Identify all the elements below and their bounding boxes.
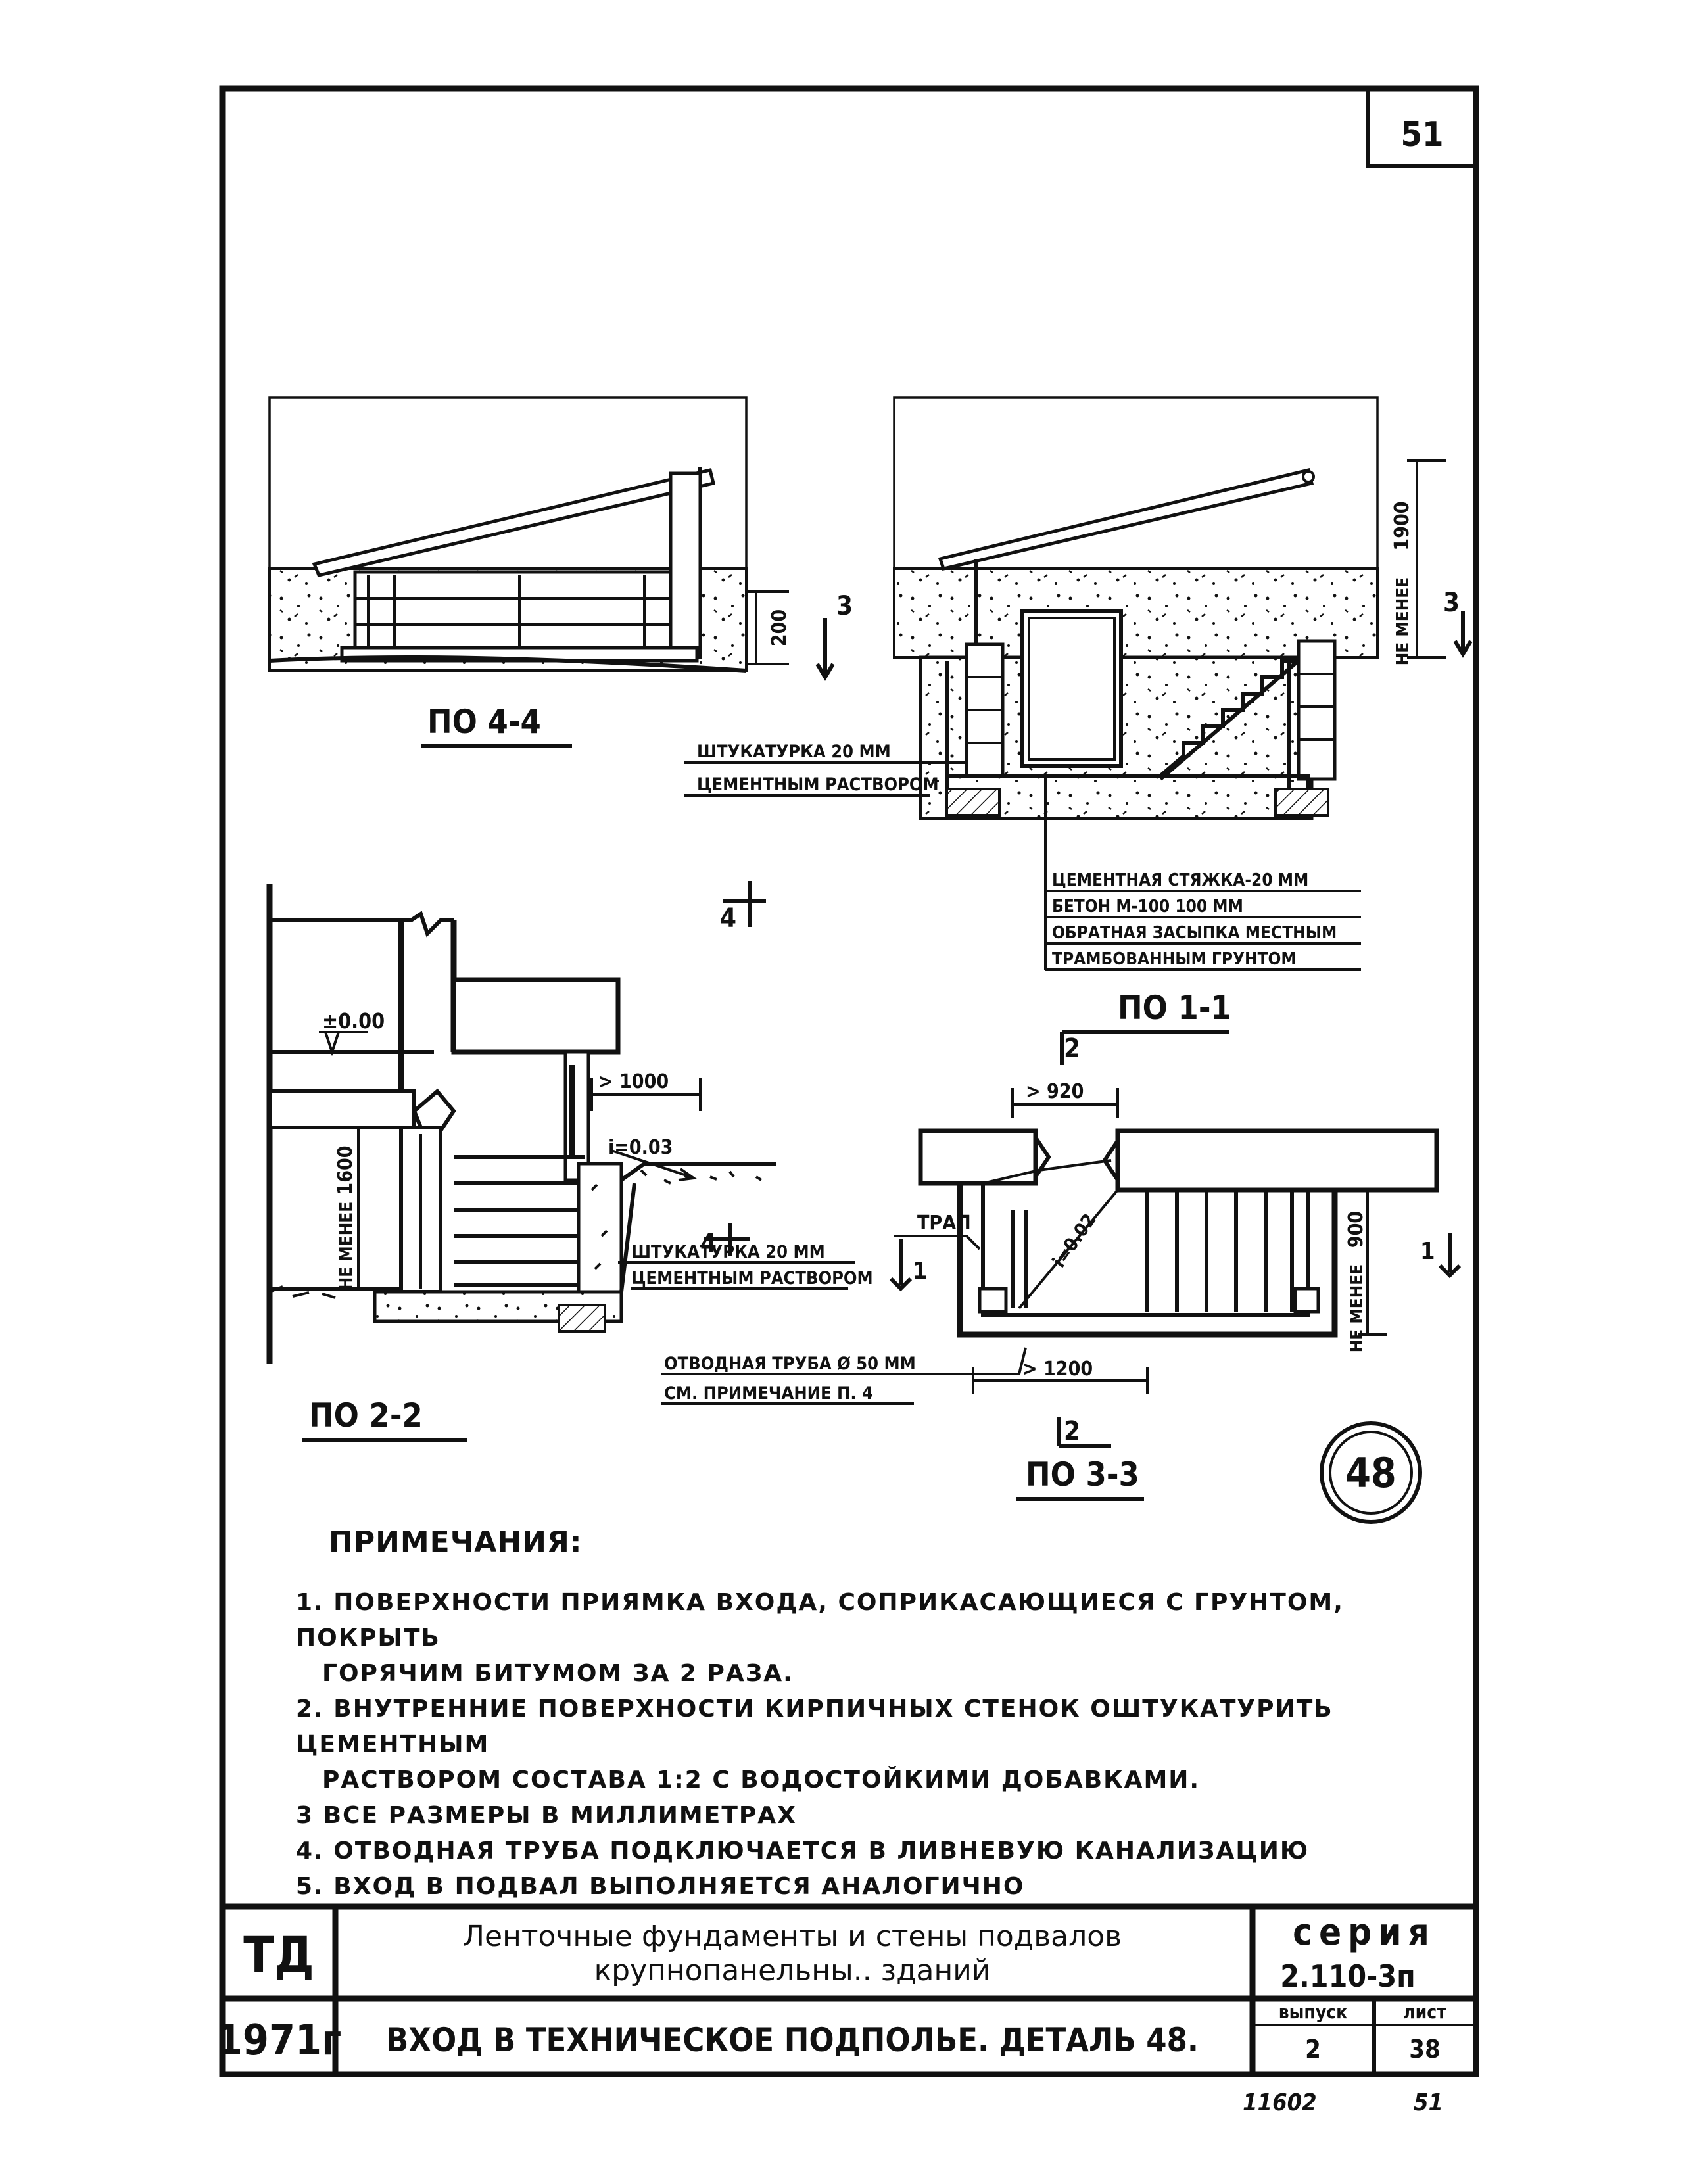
svg-text:1900: 1900: [1391, 501, 1414, 550]
svg-text:4: 4: [700, 1229, 717, 1259]
view-title-3-3: ПО 3-3: [1026, 1456, 1139, 1494]
svg-text:2: 2: [1064, 1033, 1080, 1064]
svg-text:3: 3: [1443, 588, 1460, 618]
issue-value: 2: [1305, 2035, 1321, 2064]
svg-text:3: 3: [836, 591, 853, 621]
svg-text:1: 1: [1420, 1238, 1435, 1265]
note-item: 4. ОТВОДНАЯ ТРУБА ПОДКЛЮЧАЕТСЯ В ЛИВНЕВУ…: [296, 1838, 1310, 1864]
svg-text:4: 4: [720, 903, 736, 934]
note-item: 1. ПОВЕРХНОСТИ ПРИЯМКА ВХОДА, СОПРИКАСАЮ…: [296, 1589, 1344, 1651]
org-code: ТД: [243, 1926, 314, 1984]
view-title-2-2: ПО 2-2: [309, 1396, 423, 1435]
svg-text:48: 48: [1345, 1449, 1397, 1497]
view-title-4-4: ПО 4-4: [427, 703, 541, 741]
svg-text:ЦЕМЕНТНЫМ РАСТВОРОМ: ЦЕМЕНТНЫМ РАСТВОРОМ: [631, 1268, 873, 1289]
view-4-4: 200 3 ПО 4-4: [268, 396, 853, 748]
svg-text:ОТВОДНАЯ ТРУБА Ø 50 ММ: ОТВОДНАЯ ТРУБА Ø 50 ММ: [664, 1354, 916, 1374]
cut-mark-4-top: 4: [720, 881, 766, 934]
sheet-title: ВХОД В ТЕХНИЧЕСКОЕ ПОДПОЛЬЕ. ДЕТАЛЬ 48.: [386, 2021, 1199, 2059]
title-block: ТД 1971г Ленточные фундаменты и стены по…: [216, 1903, 1476, 2074]
svg-text:ТРАП: ТРАП: [917, 1212, 971, 1235]
project-line-1: Ленточные фундаменты и стены подвалов: [463, 1920, 1122, 1953]
handwritten-number-right: 51: [1414, 2089, 1443, 2116]
svg-text:ШТУКАТУРКА 20 ММ: ШТУКАТУРКА 20 ММ: [697, 742, 891, 762]
detail-mark: 48: [1320, 1421, 1422, 1524]
note-item: 5. ВХОД В ПОДВАЛ ВЫПОЛНЯЕТСЯ АНАЛОГИЧНО: [296, 1873, 1025, 1900]
svg-text:±0.00: ±0.00: [322, 1009, 385, 1033]
svg-text:1600: 1600: [334, 1145, 357, 1195]
view-3-3: 2 > 920 i=0.02 ТРАП 1 900 НЕ МЕНЕЕ 1: [889, 1030, 1462, 1501]
svg-text:> 920: > 920: [1026, 1080, 1084, 1103]
svg-text:900: 900: [1345, 1211, 1368, 1248]
svg-text:НЕ МЕНЕЕ: НЕ МЕНЕЕ: [1347, 1264, 1367, 1353]
page-number-box: 51: [1366, 89, 1476, 168]
year: 1971г: [216, 2016, 341, 2065]
svg-text:> 1000: > 1000: [598, 1070, 669, 1093]
svg-text:i=0.02: i=0.02: [1048, 1210, 1101, 1271]
svg-text:i=0.03: i=0.03: [608, 1136, 673, 1159]
svg-text:ОБРАТНАЯ ЗАСЫПКА МЕСТНЫМ: ОБРАТНАЯ ЗАСЫПКА МЕСТНЫМ: [1052, 923, 1337, 943]
svg-text:200: 200: [768, 609, 791, 646]
view-1-1: 1900 НЕ МЕНЕЕ 3 ШТУКАТУРКА 20 ММ ЦЕМЕНТН…: [684, 396, 1473, 1034]
svg-text:ЦЕМЕНТНАЯ СТЯЖКА-20 ММ: ЦЕМЕНТНАЯ СТЯЖКА-20 ММ: [1052, 870, 1308, 890]
svg-text:НЕ МЕНЕЕ: НЕ МЕНЕЕ: [1393, 577, 1413, 666]
svg-text:> 1200: > 1200: [1022, 1358, 1093, 1381]
notes-title: ПРИМЕЧАНИЯ:: [329, 1525, 583, 1559]
view-title-1-1: ПО 1-1: [1118, 989, 1231, 1027]
svg-text:БЕТОН М-100 100 ММ: БЕТОН М-100 100 ММ: [1052, 897, 1243, 916]
sheet-frame: [219, 85, 1479, 2077]
svg-text:ШТУКАТУРКА 20 ММ: ШТУКАТУРКА 20 ММ: [631, 1242, 825, 1262]
view-2-2: ±0.00 1600 НЕ МЕНЕЕ i=0.03 > 1000: [266, 884, 1027, 1442]
svg-text:ТРАМБОВАННЫМ ГРУНТОМ: ТРАМБОВАННЫМ ГРУНТОМ: [1052, 949, 1297, 969]
svg-text:1: 1: [913, 1258, 928, 1285]
svg-text:СМ. ПРИМЕЧАНИЕ П. 4: СМ. ПРИМЕЧАНИЕ П. 4: [664, 1383, 873, 1404]
svg-text:НЕ МЕНЕЕ: НЕ МЕНЕЕ: [337, 1202, 356, 1291]
series-label: серия: [1293, 1911, 1436, 1954]
svg-text:2: 2: [1064, 1416, 1080, 1446]
svg-text:ЦЕМЕНТНЫМ РАСТВОРОМ: ЦЕМЕНТНЫМ РАСТВОРОМ: [697, 774, 939, 795]
note-item: 3 ВСЕ РАЗМЕРЫ В МИЛЛИМЕТРАХ: [296, 1802, 797, 1829]
sheet-value: 38: [1409, 2035, 1441, 2064]
note-item-cont: РАСТВОРОМ СОСТАВА 1:2 С ВОДОСТОЙКИМИ ДОБ…: [322, 1767, 1201, 1793]
project-line-2: крупнопанельны.. зданий: [594, 1954, 991, 1987]
series-value: 2.110-3п: [1280, 1958, 1415, 1994]
note-item-cont: ГОРЯЧИМ БИТУМОМ ЗА 2 РАЗА.: [322, 1660, 794, 1687]
note-item: 2. ВНУТРЕННИЕ ПОВЕРХНОСТИ КИРПИЧНЫХ СТЕН…: [296, 1696, 1333, 1758]
handwritten-number-left: 11602: [1243, 2089, 1317, 2116]
sheet-label: лист: [1403, 2001, 1446, 2023]
page-number: 51: [1400, 115, 1443, 154]
issue-label: выпуск: [1279, 2001, 1348, 2023]
notes-block: ПРИМЕЧАНИЯ: 1. ПОВЕРХНОСТИ ПРИЯМКА ВХОДА…: [296, 1525, 1414, 1905]
